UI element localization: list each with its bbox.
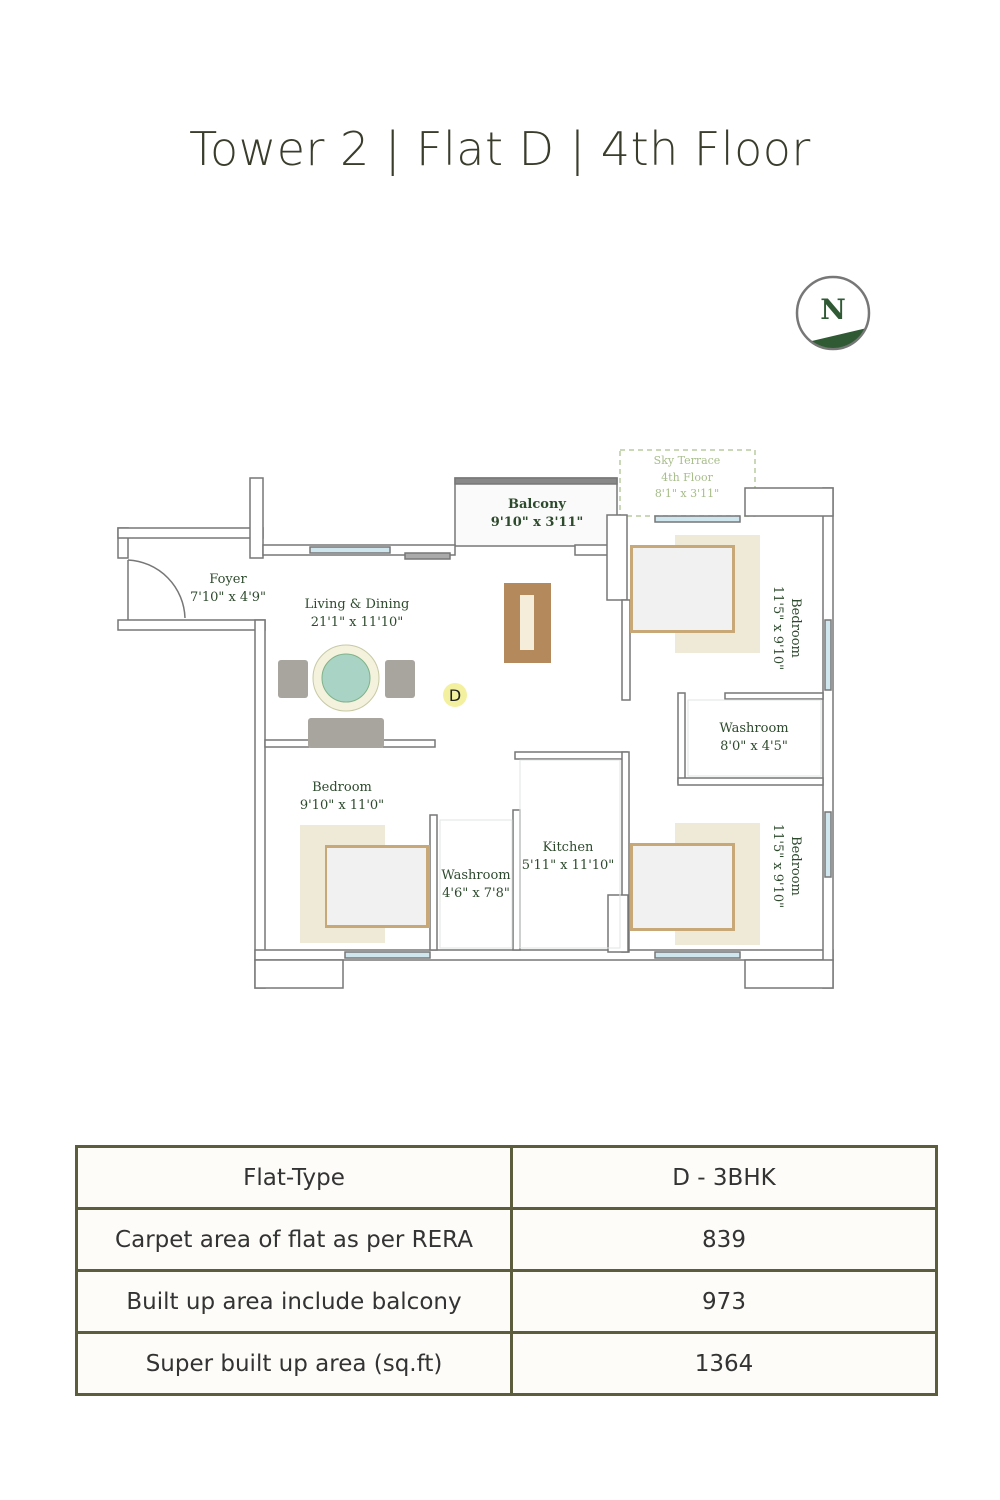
compass-letter: N bbox=[820, 293, 846, 326]
unit-marker: D bbox=[449, 686, 461, 705]
balcony-size: 9'10" x 3'11" bbox=[491, 515, 584, 530]
row-value: D - 3BHK bbox=[510, 1145, 938, 1210]
furniture: D bbox=[278, 535, 760, 945]
washroom-s-name: Washroom bbox=[441, 868, 510, 883]
sky-terrace-size: 8'1" x 3'11" bbox=[655, 487, 719, 500]
bedroom-ne-name: Bedroom bbox=[788, 598, 803, 658]
living-name: Living & Dining bbox=[305, 597, 410, 612]
page-title: Tower 2 | Flat D | 4th Floor bbox=[189, 122, 811, 176]
sky-terrace-outline bbox=[619, 449, 756, 517]
sky-terrace-name: Sky Terrace bbox=[654, 454, 721, 467]
floor-plan: D Sky Terrace 4th Floor 8'1" x 3'11" Bal… bbox=[117, 449, 834, 989]
bedroom-se-size: 11'5" x 9'10" bbox=[770, 824, 785, 908]
bedroom-ne-size: 11'5" x 9'10" bbox=[770, 586, 785, 670]
foyer-name: Foyer bbox=[209, 572, 247, 587]
table-row: Super built up area (sq.ft)1364 bbox=[75, 1331, 938, 1396]
row-value: 973 bbox=[510, 1269, 938, 1334]
row-label: Flat-Type bbox=[75, 1145, 513, 1210]
foyer-size: 7'10" x 4'9" bbox=[190, 590, 266, 605]
bedroom-sw-name: Bedroom bbox=[312, 780, 372, 795]
washroom-e-size: 8'0" x 4'5" bbox=[720, 739, 788, 754]
washroom-s-size: 4'6" x 7'8" bbox=[442, 886, 510, 901]
kitchen-name: Kitchen bbox=[543, 840, 594, 855]
kitchen-size: 5'11" x 11'10" bbox=[522, 858, 615, 873]
north-compass-icon: N bbox=[795, 275, 871, 351]
bedroom-sw-size: 9'10" x 11'0" bbox=[300, 798, 384, 813]
washroom-e-name: Washroom bbox=[719, 721, 788, 736]
row-value: 1364 bbox=[510, 1331, 938, 1396]
row-label: Carpet area of flat as per RERA bbox=[75, 1207, 513, 1272]
row-label: Built up area include balcony bbox=[75, 1269, 513, 1334]
row-value: 839 bbox=[510, 1207, 938, 1272]
balcony-name: Balcony bbox=[508, 497, 566, 512]
living-size: 21'1" x 11'10" bbox=[311, 615, 404, 630]
sky-terrace-floor: 4th Floor bbox=[661, 471, 713, 484]
row-label: Super built up area (sq.ft) bbox=[75, 1331, 513, 1396]
bedroom-se-name: Bedroom bbox=[788, 836, 803, 896]
tiled-floors bbox=[439, 699, 822, 949]
balcony-area bbox=[454, 477, 618, 547]
